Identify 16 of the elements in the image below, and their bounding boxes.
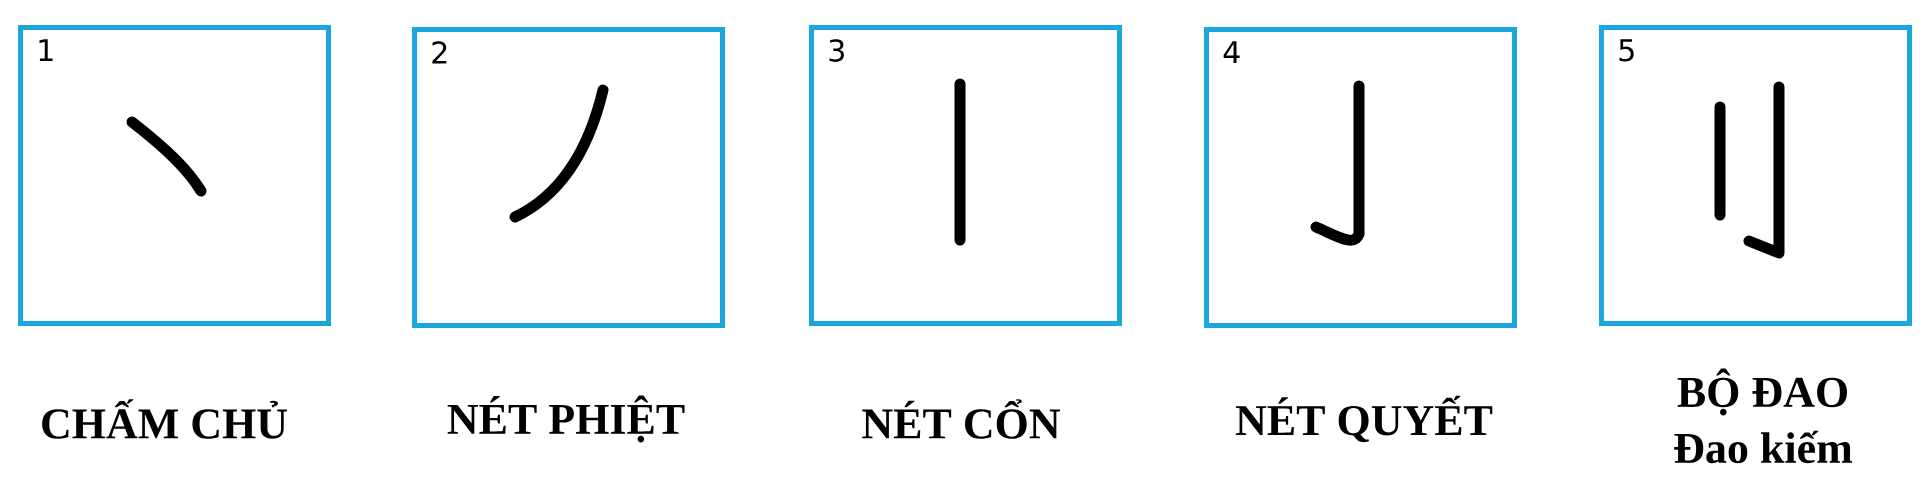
stroke-box bbox=[1599, 25, 1912, 326]
stroke-box bbox=[809, 25, 1122, 326]
stroke-box bbox=[18, 25, 331, 326]
stroke-name: NÉT PHIỆT bbox=[447, 395, 685, 443]
stroke-name: Đao kiếm bbox=[1674, 430, 1853, 464]
step-number: 1 bbox=[39, 39, 53, 62]
stroke-name: NÉT CỔN bbox=[862, 399, 1061, 439]
step-number: 3 bbox=[829, 39, 844, 62]
step-number: 5 bbox=[1619, 39, 1634, 62]
stroke-box bbox=[1204, 27, 1517, 328]
step-number: 4 bbox=[1223, 41, 1240, 64]
stroke-box bbox=[412, 27, 725, 328]
step-number: 2 bbox=[432, 41, 447, 64]
stroke-name: NÉT QUYẾT bbox=[1235, 395, 1493, 443]
stroke-name: BỘ ĐAO bbox=[1677, 368, 1847, 416]
stroke-name: CHẤM CHỦ bbox=[42, 399, 287, 439]
